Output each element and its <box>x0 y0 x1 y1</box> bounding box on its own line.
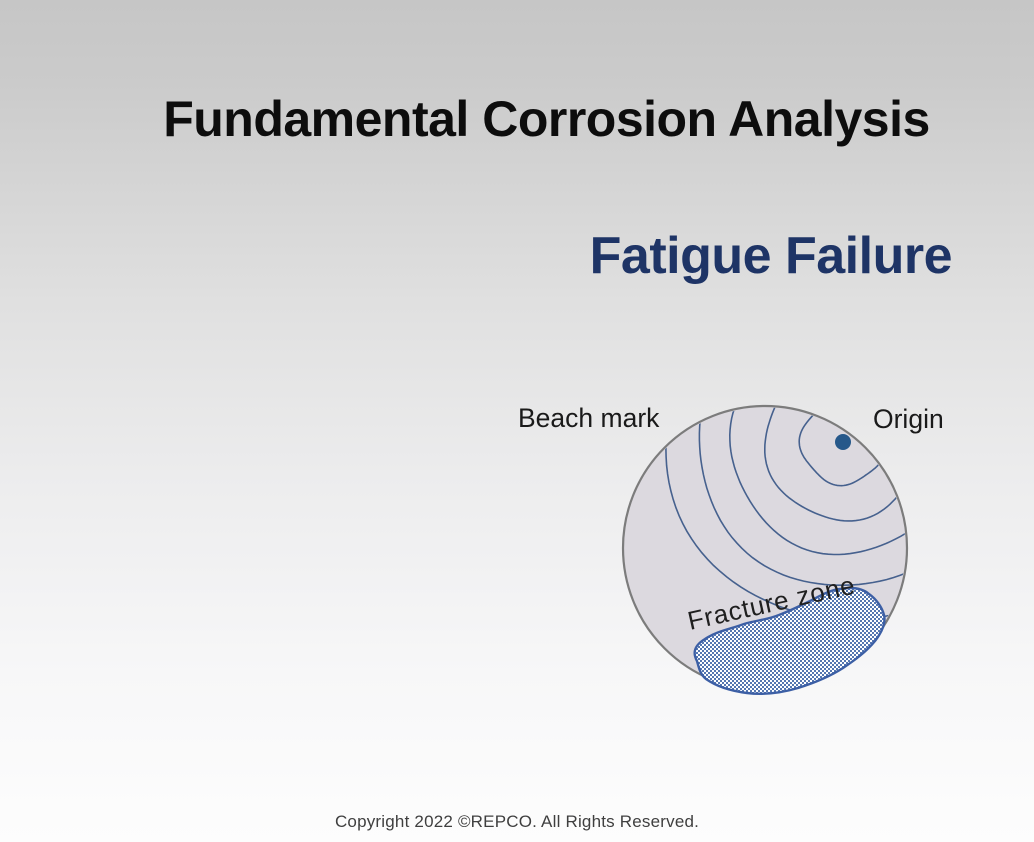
beach-mark-line <box>798 411 882 487</box>
beach-mark-line <box>665 407 906 621</box>
slide-title: Fundamental Corrosion Analysis <box>163 91 930 147</box>
beach-mark-label: Beach mark <box>518 403 660 433</box>
slide-subtitle: Fatigue Failure <box>589 227 953 285</box>
copyright-footer: Copyright 2022 ©REPCO. All Rights Reserv… <box>334 812 700 831</box>
fracture-zone-blob <box>693 586 886 695</box>
beach-mark-line <box>728 407 906 556</box>
beach-marks <box>665 407 906 621</box>
beach-mark-line <box>698 407 906 586</box>
origin-label: Origin <box>873 404 944 434</box>
origin-dot <box>835 434 851 450</box>
beach-mark-line <box>764 407 906 522</box>
